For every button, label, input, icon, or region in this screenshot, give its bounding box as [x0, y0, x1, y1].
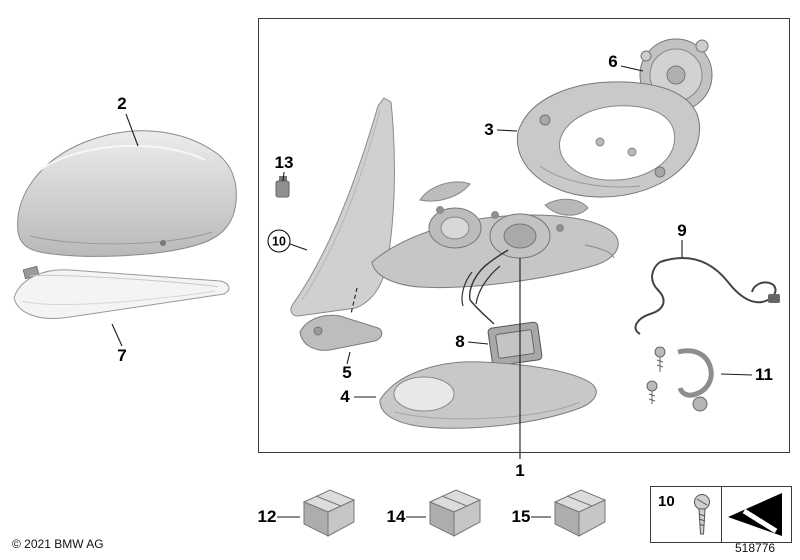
- wiring-harness-part: [461, 249, 543, 367]
- callout-13: 13: [274, 153, 294, 172]
- callout-9: 9: [677, 221, 687, 240]
- callout-7: 7: [117, 346, 127, 365]
- callout-4: 4: [340, 387, 350, 406]
- parts-box-12-icon: [302, 489, 356, 537]
- mirror-cap-part: [17, 130, 237, 257]
- cable-part: [634, 257, 780, 335]
- parts-box-14-icon: [428, 489, 482, 537]
- callout-10-circled: 10: [267, 229, 291, 253]
- direction-arrow-icon: [728, 493, 782, 536]
- mirror-bracket-part: [371, 181, 619, 289]
- legend-item10-number: 10: [658, 493, 675, 510]
- copyright-text: © 2021 BMW AG: [12, 537, 104, 551]
- screw-icon: [694, 494, 710, 535]
- lower-housing-part: [379, 361, 597, 429]
- document-number: 518776: [735, 541, 776, 555]
- sensor-bracket-part: [275, 176, 290, 198]
- parts-box-15-icon: [553, 489, 607, 537]
- mount-bracket-part: [646, 346, 714, 412]
- callout-1: 1: [515, 461, 525, 480]
- callout-14: 14: [386, 507, 406, 526]
- lower-trim-part: [299, 314, 383, 351]
- housing-frame-part: [516, 81, 701, 198]
- callout-8: 8: [455, 332, 465, 351]
- leader-lines: [111, 65, 753, 518]
- legend-item10-box: 10: [650, 486, 722, 543]
- callout-15: 15: [511, 507, 531, 526]
- turn-signal-part: [13, 265, 230, 319]
- callout-6: 6: [608, 52, 618, 71]
- callout-10-label: 10: [272, 234, 286, 248]
- callout-2: 2: [117, 94, 127, 113]
- callout-3: 3: [484, 120, 494, 139]
- callout-5: 5: [342, 363, 352, 382]
- mirror-base-part: [290, 97, 395, 317]
- legend-direction-box: [721, 486, 792, 543]
- callout-11: 11: [755, 365, 773, 384]
- callout-12: 12: [257, 507, 277, 526]
